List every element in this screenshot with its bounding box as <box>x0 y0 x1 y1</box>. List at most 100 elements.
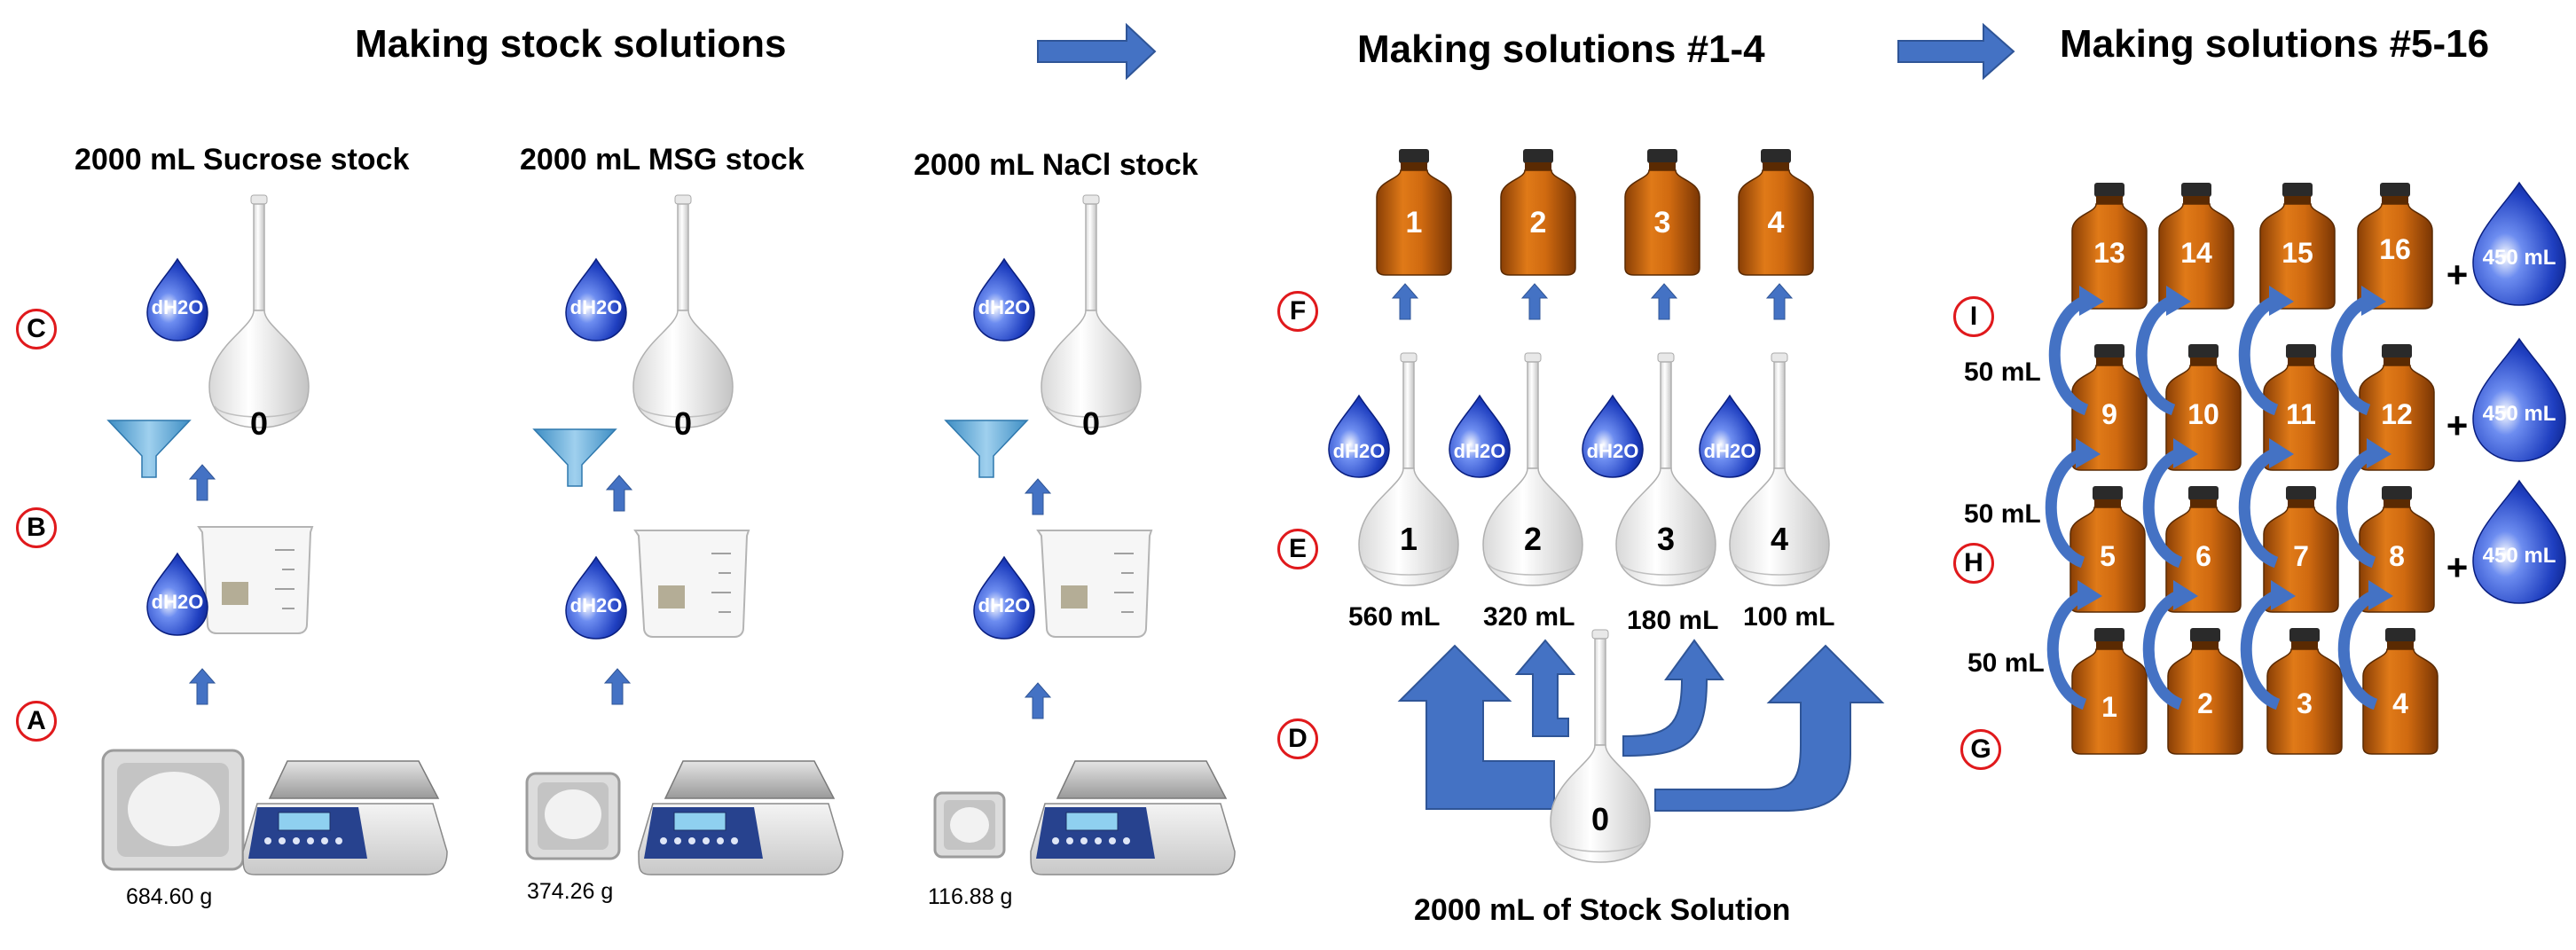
funnel-icon <box>533 428 617 487</box>
bottle-number: 12 <box>2381 398 2413 430</box>
distribution-arrow-1 <box>1397 644 1555 810</box>
transfer-label-top: 50 mL <box>1964 357 2041 387</box>
volume-label-2: 320 mL <box>1483 602 1575 632</box>
step-c: C <box>16 309 57 349</box>
bottle-number: 15 <box>2281 237 2313 269</box>
plus-sign: + <box>2446 546 2469 588</box>
stock-title-msg: 2000 mL MSG stock <box>520 143 805 177</box>
beaker-icon <box>634 530 750 638</box>
volume-label-1: 560 mL <box>1348 602 1441 632</box>
water-label: dH2O <box>152 591 204 613</box>
flask-number: 3 <box>1657 521 1675 557</box>
volumetric-flask-icon <box>632 194 734 428</box>
water-drop-icon <box>1699 395 1761 478</box>
step-d: D <box>1277 718 1318 759</box>
bottle-number: 13 <box>2093 237 2125 269</box>
bottle-number: 11 <box>2286 398 2316 430</box>
bottle-number: 4 <box>2392 687 2408 719</box>
flow-arrow-1 <box>1037 22 1157 81</box>
funnel-icon <box>107 420 191 478</box>
step-a: A <box>16 701 57 742</box>
flask-number: 0 <box>1082 405 1100 442</box>
flask-number: 2 <box>1524 521 1542 557</box>
water-label: dH2O <box>978 296 1031 318</box>
volume-label-3: 180 mL <box>1627 606 1719 635</box>
up-arrow-icon <box>1521 283 1548 320</box>
step-f: F <box>1277 291 1318 332</box>
water-label: dH2O <box>978 594 1031 616</box>
beaker-icon <box>198 526 313 634</box>
water-label: dH2O <box>1704 440 1756 462</box>
bottle-number: 6 <box>2195 540 2211 572</box>
water-label: dH2O <box>1587 440 1639 462</box>
transfer-label-bottom: 50 mL <box>1967 648 2045 678</box>
title-solutions-1-4: Making solutions #1-4 <box>1357 27 1765 71</box>
water-drop-icon <box>2472 480 2566 604</box>
up-arrow-icon <box>606 475 632 512</box>
up-arrow-icon <box>1651 283 1677 320</box>
water-label: dH2O <box>570 296 623 318</box>
title-stock-solutions: Making stock solutions <box>355 22 787 66</box>
step-b: B <box>16 507 57 548</box>
mass-msg: 374.26 g <box>527 879 614 904</box>
up-arrow-icon <box>189 668 216 705</box>
volumetric-flask-icon <box>1041 194 1142 428</box>
stock-title-nacl: 2000 mL NaCl stock <box>914 148 1198 182</box>
weigh-boat-icon <box>933 791 1006 859</box>
funnel-icon <box>945 420 1028 478</box>
water-volume-label: 450 mL <box>2483 402 2556 426</box>
bottle-number: 14 <box>2180 237 2212 269</box>
mass-nacl: 116.88 g <box>928 884 1013 909</box>
bottle-number: 7 <box>2293 540 2309 572</box>
flow-arrow-2 <box>1897 22 2015 81</box>
distribution-arrow-4 <box>1654 644 1885 812</box>
bottle-number: 9 <box>2101 398 2117 430</box>
up-arrow-icon <box>1392 283 1418 320</box>
water-drop-icon <box>1582 395 1644 478</box>
bottle-number: 1 <box>2101 691 2117 723</box>
distribution-arrow-2 <box>1514 639 1576 737</box>
flask-number: 0 <box>674 405 692 442</box>
mass-sucrose: 684.60 g <box>126 884 213 909</box>
water-label: dH2O <box>1333 440 1386 462</box>
balance-icon <box>638 760 844 875</box>
water-volume-label: 450 mL <box>2483 544 2556 568</box>
bottle-number: 3 <box>2297 687 2313 719</box>
flask-number: 0 <box>1591 801 1609 837</box>
up-arrow-icon <box>1025 682 1051 719</box>
beaker-icon <box>1037 530 1152 638</box>
flask-number: 1 <box>1400 521 1418 557</box>
balance-icon <box>1030 760 1236 875</box>
bottle-number: 10 <box>2187 398 2219 430</box>
title-solutions-5-16: Making solutions #5-16 <box>2060 22 2490 66</box>
bottle-number: 16 <box>2379 233 2411 265</box>
bottle-number: 2 <box>2197 687 2213 719</box>
bottle-number: 3 <box>1654 206 1671 239</box>
water-drop-icon <box>1449 395 1511 478</box>
step-e: E <box>1277 529 1318 569</box>
plus-sign: + <box>2446 404 2469 446</box>
bottle-number: 4 <box>1768 206 1785 239</box>
flask-number: 0 <box>250 405 268 442</box>
distribution-arrow-3 <box>1622 639 1724 758</box>
water-drop-icon <box>1328 395 1390 478</box>
stock-solution-caption: 2000 mL of Stock Solution <box>1414 893 1791 927</box>
step-h: H <box>1953 543 1994 584</box>
weigh-boat-icon <box>101 749 245 871</box>
plus-sign: + <box>2446 254 2469 295</box>
bottle-number: 1 <box>1406 206 1423 239</box>
water-drop-icon <box>2472 182 2566 306</box>
bottle-number: 5 <box>2100 540 2116 572</box>
up-arrow-icon <box>189 464 216 501</box>
water-label: dH2O <box>570 594 623 616</box>
up-arrow-icon <box>604 668 631 705</box>
water-drop-icon <box>2472 338 2566 462</box>
water-label: dH2O <box>152 296 204 318</box>
step-i: I <box>1953 296 1994 337</box>
balance-icon <box>242 760 448 875</box>
volume-label-4: 100 mL <box>1743 602 1835 632</box>
transfer-label-mid: 50 mL <box>1964 499 2041 529</box>
stock-title-sucrose: 2000 mL Sucrose stock <box>75 143 410 177</box>
water-volume-label: 450 mL <box>2483 246 2556 270</box>
